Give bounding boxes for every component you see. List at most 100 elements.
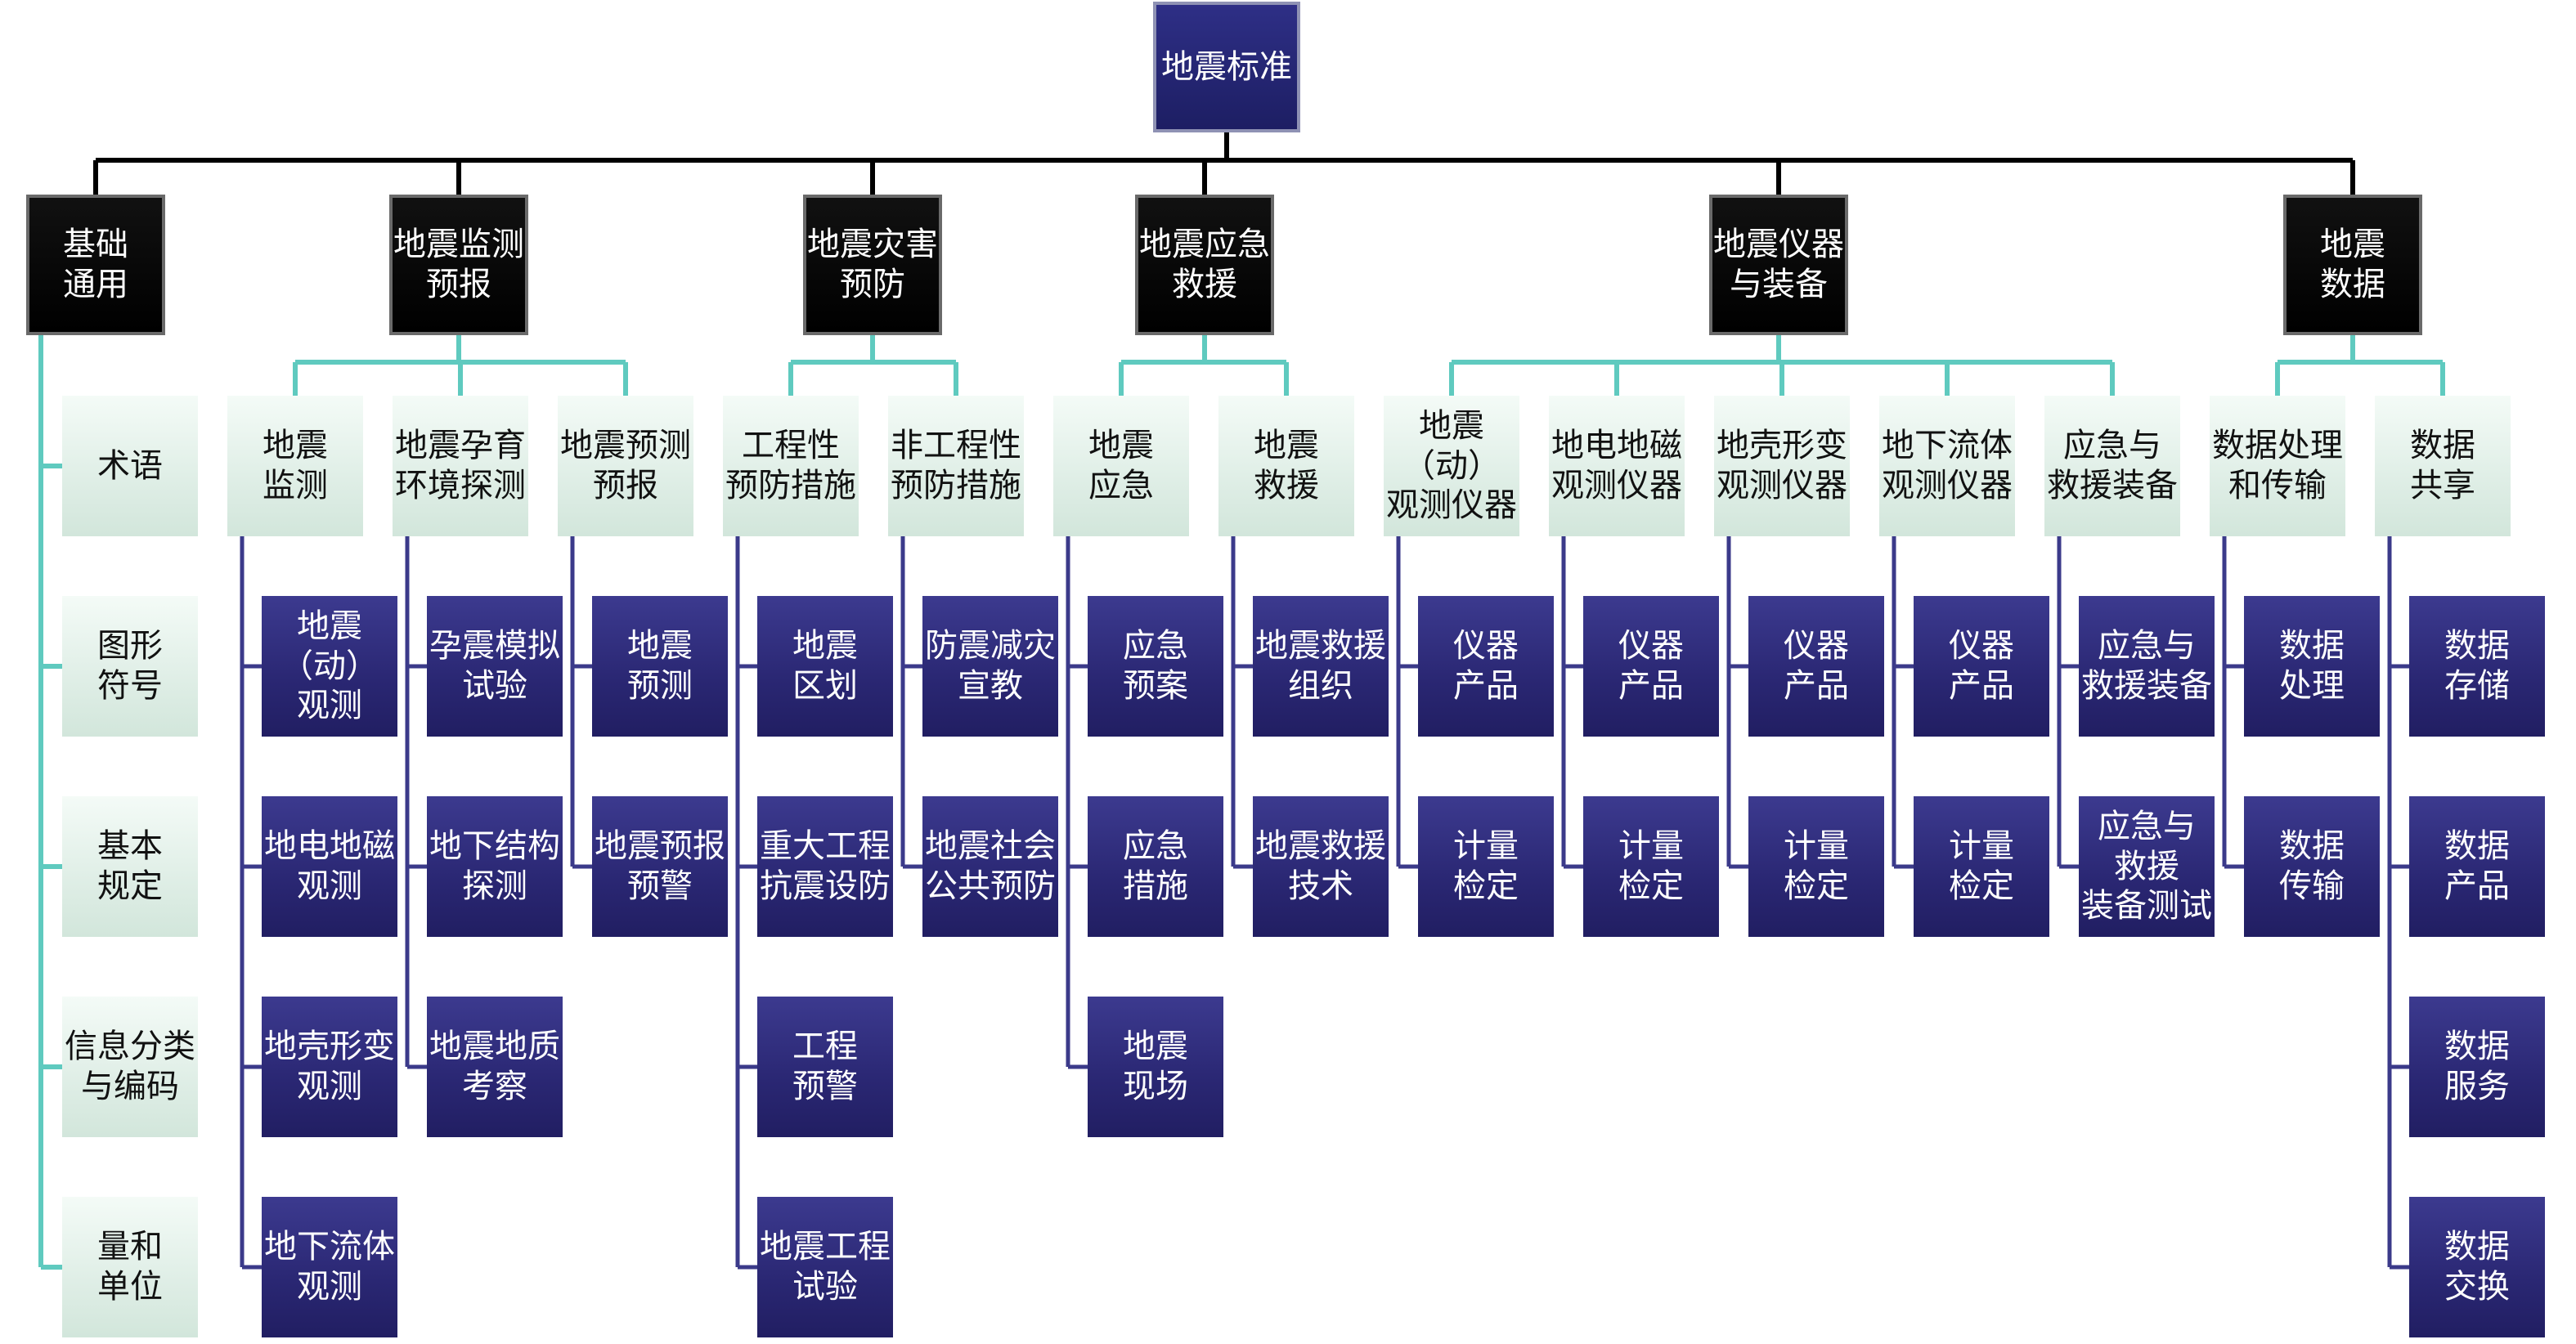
subcategory-node-label: 应急与 救援装备 bbox=[2047, 427, 2178, 504]
item-node-label: 地震社会 公共预防 bbox=[925, 827, 1056, 905]
item-node-label: 应急与 救援装备 bbox=[2081, 627, 2212, 705]
category-node: 地震监测 预报 bbox=[389, 195, 528, 335]
item-node-label: 数据 处理 bbox=[2279, 627, 2345, 705]
item-node-label: 地震 区划 bbox=[792, 627, 858, 705]
category-node-label: 地震 数据 bbox=[2320, 226, 2385, 303]
item-node: 仪器 产品 bbox=[1914, 596, 2049, 737]
subcategory-node: 地震 救援 bbox=[1218, 396, 1354, 536]
item-node: 地震（动） 观测 bbox=[262, 596, 397, 737]
basic-item: 术语 bbox=[62, 396, 198, 536]
basic-item: 基本 规定 bbox=[62, 796, 198, 937]
basic-item-label: 量和 单位 bbox=[97, 1228, 163, 1306]
basic-item: 信息分类 与编码 bbox=[62, 997, 198, 1137]
subcategory-node: 地电地磁 观测仪器 bbox=[1549, 396, 1685, 536]
basic-item: 量和 单位 bbox=[62, 1197, 198, 1337]
item-node: 地电地磁 观测 bbox=[262, 796, 397, 937]
item-node-label: 地震工程 试验 bbox=[760, 1228, 891, 1306]
item-node: 计量 检定 bbox=[1914, 796, 2049, 937]
item-node: 仪器 产品 bbox=[1583, 596, 1719, 737]
item-node: 计量 检定 bbox=[1583, 796, 1719, 937]
subcategory-node-label: 地震预测 预报 bbox=[560, 427, 691, 504]
item-node: 地震 区划 bbox=[757, 596, 893, 737]
item-node: 数据 处理 bbox=[2244, 596, 2380, 737]
item-node: 重大工程 抗震设防 bbox=[757, 796, 893, 937]
item-node-label: 仪器 产品 bbox=[1618, 627, 1684, 705]
subcategory-node-label: 地震 应急 bbox=[1088, 427, 1154, 504]
subcategory-node-label: 数据 共享 bbox=[2410, 427, 2475, 504]
item-node-label: 仪器 产品 bbox=[1784, 627, 1849, 705]
basic-item-label: 图形 符号 bbox=[97, 627, 163, 705]
item-node-label: 仪器 产品 bbox=[1949, 627, 2014, 705]
subcategory-node-label: 地震孕育 环境探测 bbox=[395, 427, 526, 504]
subcategory-node-label: 地震 救援 bbox=[1254, 427, 1319, 504]
item-node-label: 地震预报 预警 bbox=[595, 827, 725, 905]
item-node: 数据 服务 bbox=[2409, 997, 2545, 1137]
subcategory-node: 数据处理 和传输 bbox=[2210, 396, 2345, 536]
item-node-label: 地壳形变 观测 bbox=[264, 1028, 395, 1105]
item-node-label: 地下结构 探测 bbox=[429, 827, 560, 905]
root-node: 地震标准 bbox=[1153, 2, 1300, 132]
item-node: 地震社会 公共预防 bbox=[922, 796, 1058, 937]
category-node-label: 地震灾害 预防 bbox=[807, 226, 938, 303]
item-node: 工程 预警 bbox=[757, 997, 893, 1137]
item-node: 仪器 产品 bbox=[1418, 596, 1554, 737]
item-node: 地下结构 探测 bbox=[427, 796, 563, 937]
item-node: 应急与 救援 装备测试 bbox=[2079, 796, 2215, 937]
item-node: 应急 预案 bbox=[1088, 596, 1223, 737]
item-node: 地震 现场 bbox=[1088, 997, 1223, 1137]
item-node: 计量 检定 bbox=[1418, 796, 1554, 937]
subcategory-node: 地震 监测 bbox=[227, 396, 363, 536]
subcategory-node-label: 地电地磁 观测仪器 bbox=[1551, 427, 1682, 504]
subcategory-node: 非工程性 预防措施 bbox=[888, 396, 1024, 536]
item-node-label: 地下流体 观测 bbox=[264, 1228, 395, 1306]
subcategory-node-label: 工程性 预防措施 bbox=[725, 427, 856, 504]
item-node: 地壳形变 观测 bbox=[262, 997, 397, 1137]
basic-item-label: 信息分类 与编码 bbox=[65, 1028, 195, 1105]
item-node-label: 数据 交换 bbox=[2444, 1228, 2510, 1306]
item-node: 防震减灾 宣教 bbox=[922, 596, 1058, 737]
item-node-label: 防震减灾 宣教 bbox=[925, 627, 1056, 705]
basic-item-label: 术语 bbox=[97, 446, 163, 485]
subcategory-node: 地震（动） 观测仪器 bbox=[1384, 396, 1519, 536]
subcategory-node: 应急与 救援装备 bbox=[2044, 396, 2180, 536]
item-node: 地震地质 考察 bbox=[427, 997, 563, 1137]
item-node-label: 地震 预测 bbox=[627, 627, 693, 705]
subcategory-node: 地震孕育 环境探测 bbox=[393, 396, 528, 536]
item-node-label: 地震 现场 bbox=[1123, 1028, 1188, 1105]
subcategory-node-label: 地震 监测 bbox=[263, 427, 328, 504]
category-node: 地震灾害 预防 bbox=[803, 195, 942, 335]
item-node-label: 数据 服务 bbox=[2444, 1028, 2510, 1105]
item-node-label: 仪器 产品 bbox=[1453, 627, 1519, 705]
item-node-label: 应急 措施 bbox=[1123, 827, 1188, 905]
item-node-label: 地震救援 技术 bbox=[1255, 827, 1386, 905]
item-node-label: 工程 预警 bbox=[792, 1028, 858, 1105]
item-node: 仪器 产品 bbox=[1748, 596, 1884, 737]
item-node-label: 计量 检定 bbox=[1453, 827, 1519, 905]
item-node: 计量 检定 bbox=[1748, 796, 1884, 937]
item-node-label: 地震（动） 观测 bbox=[280, 607, 379, 725]
item-node-label: 地电地磁 观测 bbox=[264, 827, 395, 905]
subcategory-node: 地震预测 预报 bbox=[558, 396, 693, 536]
item-node-label: 数据 传输 bbox=[2279, 827, 2345, 905]
subcategory-node-label: 非工程性 预防措施 bbox=[891, 427, 1021, 504]
category-node-label: 地震应急 救援 bbox=[1139, 226, 1270, 303]
item-node: 应急与 救援装备 bbox=[2079, 596, 2215, 737]
basic-item-label: 基本 规定 bbox=[97, 827, 163, 905]
item-node: 地下流体 观测 bbox=[262, 1197, 397, 1337]
subcategory-node-label: 数据处理 和传输 bbox=[2212, 427, 2343, 504]
root-node-label: 地震标准 bbox=[1161, 47, 1292, 86]
item-node-label: 计量 检定 bbox=[1618, 827, 1684, 905]
subcategory-node: 工程性 预防措施 bbox=[723, 396, 859, 536]
subcategory-node: 地震 应急 bbox=[1053, 396, 1189, 536]
category-node: 地震 数据 bbox=[2283, 195, 2422, 335]
item-node: 地震预报 预警 bbox=[592, 796, 728, 937]
category-node-label: 地震仪器 与装备 bbox=[1713, 226, 1844, 303]
item-node: 地震 预测 bbox=[592, 596, 728, 737]
item-node-label: 地震救援 组织 bbox=[1255, 627, 1386, 705]
item-node-label: 地震地质 考察 bbox=[429, 1028, 560, 1105]
item-node: 数据 交换 bbox=[2409, 1197, 2545, 1337]
subcategory-node: 数据 共享 bbox=[2375, 396, 2511, 536]
item-node-label: 数据 产品 bbox=[2444, 827, 2510, 905]
item-node: 孕震模拟 试验 bbox=[427, 596, 563, 737]
